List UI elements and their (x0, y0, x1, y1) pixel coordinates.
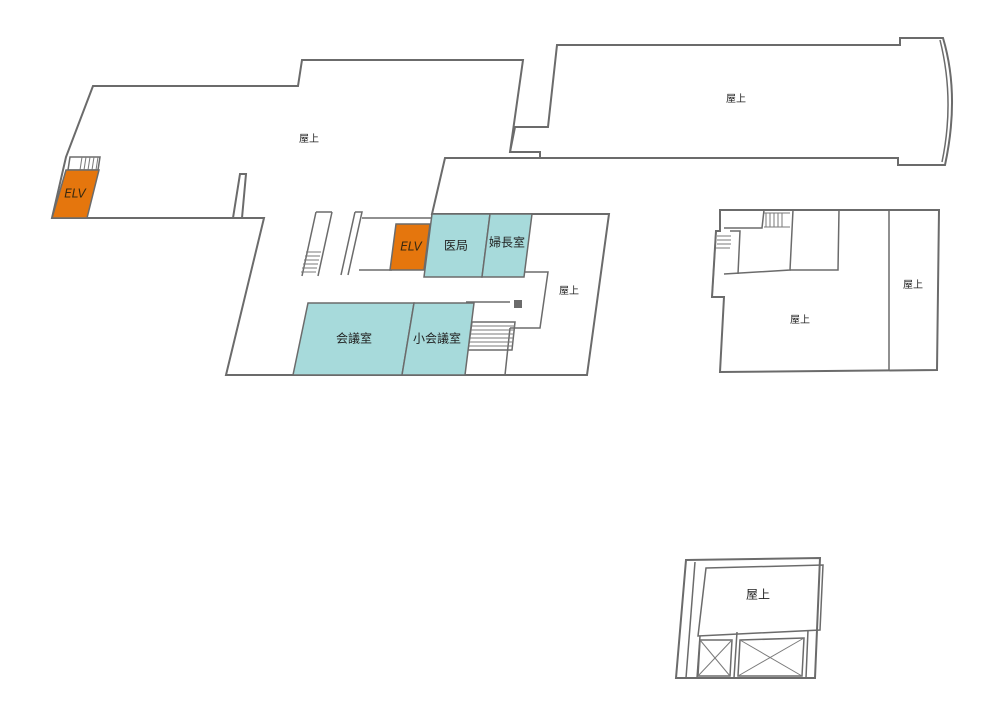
elevator-center: ELV (389, 223, 431, 271)
room-ikyoku: 医局 (423, 213, 491, 278)
room-shokaigishitsu: 小会議室 (401, 302, 475, 376)
roof-bottom-label: 屋上 (746, 588, 770, 602)
room-kaigishitsu: 会議室 (292, 302, 415, 376)
elevator-center-label: ELV (400, 240, 422, 254)
roof-center-right-label: 屋上 (559, 285, 579, 297)
column-marker (514, 300, 522, 308)
roof-right-strip-label: 屋上 (903, 279, 923, 291)
elevator-left: ELV (51, 169, 100, 219)
bottom-building (674, 556, 824, 679)
room-ikyoku-label: 医局 (444, 239, 468, 253)
room-kaigishitsu-label: 会議室 (336, 331, 372, 346)
roof-right-block-label: 屋上 (790, 314, 810, 326)
room-fuchoshitsu: 婦長室 (481, 213, 533, 278)
right-building (710, 209, 941, 374)
central-stair-west (301, 251, 321, 273)
room-shokaigishitsu-label: 小会議室 (413, 331, 461, 346)
central-partitions (301, 211, 549, 376)
elevator-left-label: ELV (64, 187, 86, 201)
roof-left-label: 屋上 (299, 133, 319, 145)
roof-top-right-label: 屋上 (726, 93, 746, 105)
room-fuchoshitsu-label: 婦長室 (489, 235, 525, 250)
